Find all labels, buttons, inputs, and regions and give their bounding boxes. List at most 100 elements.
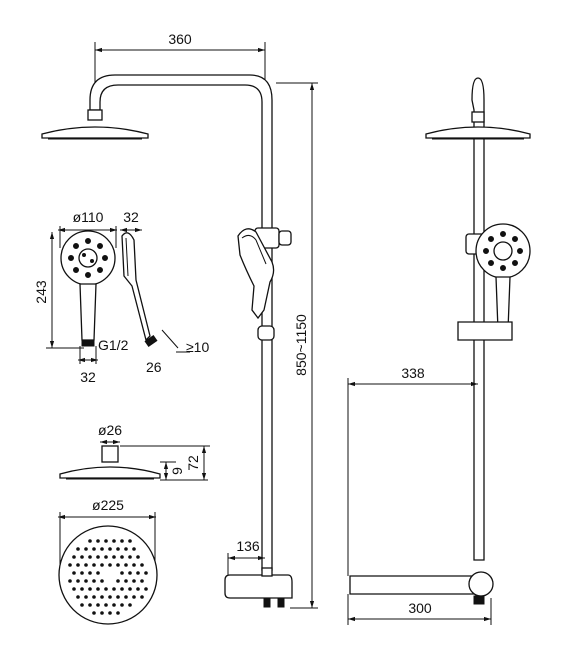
nozzle-dot [84, 595, 88, 599]
dim-head-total: 72 [185, 455, 201, 471]
nozzle-dot [140, 563, 144, 567]
nozzle-dot [124, 547, 128, 551]
nozzle-dot [108, 595, 112, 599]
nozzle-dot [96, 555, 100, 559]
thermostat-shelf [224, 574, 293, 599]
nozzle-dot [104, 587, 108, 591]
nozzle-dot [68, 579, 72, 583]
nozzle-dot [80, 603, 84, 607]
nozzle-dot [84, 579, 88, 583]
nozzle-dot [80, 587, 84, 591]
nozzle-dot [104, 555, 108, 559]
holder [257, 325, 275, 341]
nozzle-dot [76, 547, 80, 551]
side-riser [471, 77, 485, 561]
nozzle-dot [128, 539, 132, 543]
nozzle-dot [116, 579, 120, 583]
nozzle-dot [144, 571, 148, 575]
nozzle-dot [120, 603, 124, 607]
dim-handshower-diameter: ø110 [73, 209, 104, 225]
nozzle-dot [108, 547, 112, 551]
nozzle-dot [100, 595, 104, 599]
head-connector [87, 109, 103, 121]
handshower-profile-face [125, 237, 129, 277]
handshower-detail: ø110 243 G1/2 32 32 26 [33, 209, 209, 385]
nozzle-dot [116, 595, 120, 599]
inlet-left [263, 598, 271, 608]
head-nozzles [68, 539, 148, 615]
handshower-profile [121, 232, 151, 342]
nozzle-dot [88, 555, 92, 559]
front-view: 360 136 850~1150 [41, 31, 318, 609]
nozzle-dot [96, 539, 100, 543]
nozzle-dot [88, 571, 92, 575]
nozzle-dot [80, 555, 84, 559]
nozzle-dot [96, 571, 100, 575]
nozzle-dot [124, 595, 128, 599]
nozzle-dot [124, 563, 128, 567]
nozzle-dot [92, 611, 96, 615]
dim-hose-connector: 26 [146, 359, 162, 375]
nozzle-dot [116, 611, 120, 615]
nozzle-dot [72, 571, 76, 575]
side-shelf [349, 575, 477, 595]
dim-arm-reach: 360 [168, 31, 192, 47]
side-valve [468, 571, 494, 597]
nozzle-dot [96, 587, 100, 591]
nozzle-dot [132, 579, 136, 583]
head-neck [101, 445, 119, 463]
dim-shelf-width: 300 [408, 600, 432, 616]
nozzle-dot [92, 595, 96, 599]
handshower-face [241, 234, 267, 265]
nozzle-dot [116, 563, 120, 567]
nozzle-dot [128, 571, 132, 575]
head-side-shape [59, 466, 161, 479]
nozzle-dot [132, 563, 136, 567]
nozzle-dot [80, 571, 84, 575]
nozzle-dot [76, 595, 80, 599]
dim-handle-width: 32 [80, 369, 96, 385]
dim-side-depth: 338 [401, 365, 425, 381]
nozzle-dot [120, 587, 124, 591]
handshower-nozzles [68, 238, 108, 278]
nozzle-dot [72, 587, 76, 591]
nozzle-dot [88, 539, 92, 543]
nozzle-dot [104, 603, 108, 607]
dim-min-gap: ≥10 [186, 339, 209, 355]
dim-line-26 [161, 329, 179, 349]
nozzle-dot [112, 555, 116, 559]
nozzle-dot [140, 579, 144, 583]
side-view: 338 300 [347, 77, 531, 625]
rain-head-side [41, 126, 149, 139]
nozzle-dot [84, 547, 88, 551]
nozzle-dot [108, 563, 112, 567]
nozzle-dot [100, 579, 104, 583]
nozzle-dot [132, 595, 136, 599]
nozzle-dot [108, 611, 112, 615]
nozzle-dot [136, 571, 140, 575]
nozzle-dot [92, 563, 96, 567]
handshower-handle [79, 283, 97, 341]
thread-end [81, 339, 95, 347]
head-face [58, 525, 158, 625]
handshower-center [78, 248, 98, 268]
dim-overall-height: 850~1150 [293, 314, 309, 376]
nozzle-dot [88, 603, 92, 607]
side-rain-head [425, 126, 531, 139]
handshower-side [237, 228, 275, 320]
dim-handshower-length: 243 [33, 280, 49, 304]
nozzle-dot [136, 555, 140, 559]
side-slider [457, 321, 513, 341]
nozzle-dot [128, 603, 132, 607]
nozzle-dot [92, 579, 96, 583]
nozzle-dot [100, 563, 104, 567]
nozzle-dot [120, 555, 124, 559]
nozzle-dot [128, 587, 132, 591]
nozzle-dot [76, 579, 80, 583]
side-handshower-center [493, 241, 513, 261]
dim-shelf-front: 136 [236, 538, 260, 554]
nozzle-dot [124, 579, 128, 583]
diverter-knob [278, 230, 292, 246]
nozzle-dot [112, 603, 116, 607]
overhead-arm [89, 74, 273, 231]
